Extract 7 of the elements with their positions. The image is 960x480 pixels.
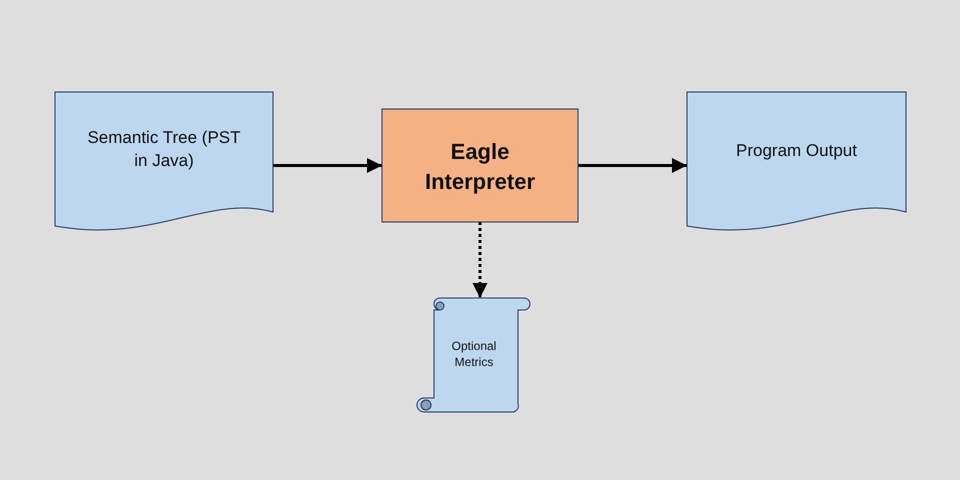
node-label: Semantic Tree (PST in Java) <box>86 127 242 172</box>
node-label: Eagle Interpreter <box>424 138 536 196</box>
arrow <box>273 158 382 173</box>
node-label: Optional Metrics <box>450 338 498 370</box>
arrow <box>578 158 687 173</box>
node-label: Program Output <box>735 140 858 162</box>
arrow <box>472 222 488 298</box>
